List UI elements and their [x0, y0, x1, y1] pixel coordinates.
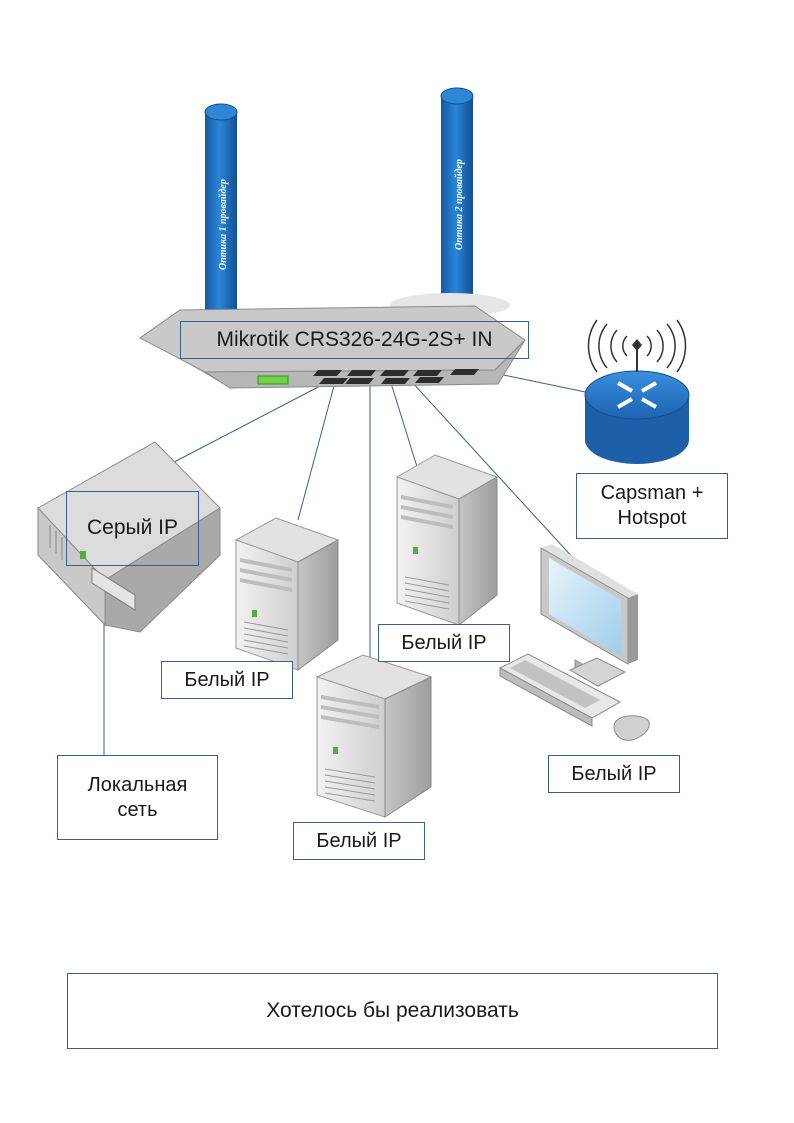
link-white-server-1	[297, 381, 336, 521]
white-server-2-label: Белый IP	[378, 624, 510, 662]
local-network-label: Локальная сеть	[57, 755, 218, 840]
footer-box: Хотелось бы реализовать	[67, 973, 718, 1049]
router-icon	[584, 319, 690, 464]
uplink-fiber-2: Оптика 2 провайдер	[440, 87, 474, 298]
tower-server-1-icon	[234, 517, 340, 671]
tower-server-3-icon	[315, 654, 433, 818]
rack-server-icon	[37, 441, 221, 633]
gray-server-label: Серый IP	[66, 491, 199, 566]
link-gray-server	[154, 384, 323, 473]
access-point-label: Capsman + Hotspot	[576, 473, 728, 539]
wifi-waves-icon	[587, 319, 687, 373]
workstation-label: Белый IP	[548, 755, 680, 793]
tower-server-2-icon	[395, 454, 499, 627]
switch-icon	[139, 305, 526, 389]
switch-label: Mikrotik CRS326-24G-2S+ IN	[180, 321, 529, 359]
link-white-server-2	[389, 379, 419, 471]
link-workstation	[409, 379, 576, 561]
white-server-3-label: Белый IP	[293, 822, 425, 860]
uplink-fiber-1: Оптика 1 провайдер	[204, 103, 238, 324]
uplink-2-label: Оптика 2 провайдер	[454, 159, 465, 250]
white-server-1-label: Белый IP	[161, 661, 293, 699]
uplink-1-label: Оптика 1 провайдер	[218, 179, 229, 270]
workstation-icon	[498, 544, 650, 741]
